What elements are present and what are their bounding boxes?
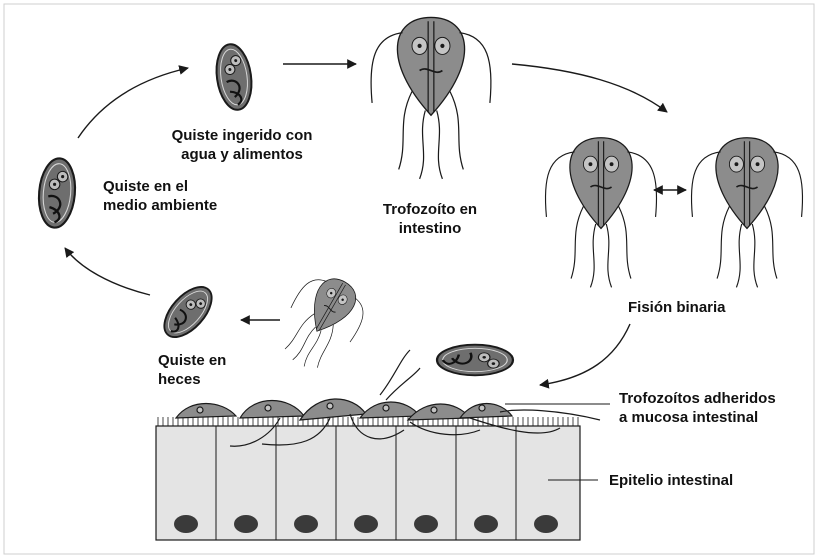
label-cyst-environment: Quiste en el medio ambiente [103, 177, 217, 215]
trophozoite-detaching [268, 265, 375, 381]
label-cyst-ingested-line1: Quiste ingerido con [152, 126, 332, 145]
arrow-fission-to-mucosa [540, 324, 630, 385]
label-trophozoites-adhered: Trofozoítos adheridos a mucosa intestina… [619, 389, 776, 427]
cyst-environment [36, 157, 78, 229]
label-cyst-ingested-line2: agua y alimentos [152, 145, 332, 164]
label-trophozoite-intestine: Trofozoíto en intestino [360, 200, 500, 238]
intestinal-epithelium [156, 417, 580, 540]
label-trophozoite-line1: Trofozoíto en [360, 200, 500, 219]
arrow-feces-to-environment [65, 248, 150, 295]
label-adhered-line2: a mucosa intestinal [619, 408, 776, 427]
label-cyst-feces-line2: heces [158, 370, 226, 389]
cyst-mucosa [437, 345, 513, 376]
cyst-ingested [213, 42, 256, 112]
trophozoite-fission-left [545, 138, 656, 288]
arrow-trophozoite-to-fission [512, 64, 667, 112]
label-epithelium-text: Epitelio intestinal [609, 471, 733, 490]
label-binary-fission-text: Fisión binaria [628, 298, 726, 317]
cyst-feces [156, 279, 221, 346]
label-cyst-environment-line2: medio ambiente [103, 196, 217, 215]
label-cyst-environment-line1: Quiste en el [103, 177, 217, 196]
trophozoite-intestine [371, 17, 491, 179]
label-cyst-ingested: Quiste ingerido con agua y alimentos [152, 126, 332, 164]
label-intestinal-epithelium: Epitelio intestinal [609, 471, 733, 490]
trophozoite-fission-right [691, 138, 802, 288]
label-trophozoite-line2: intestino [360, 219, 500, 238]
label-binary-fission: Fisión binaria [628, 298, 726, 317]
label-adhered-line1: Trofozoítos adheridos [619, 389, 776, 408]
label-cyst-feces-line1: Quiste en [158, 351, 226, 370]
label-cyst-feces: Quiste en heces [158, 351, 226, 389]
